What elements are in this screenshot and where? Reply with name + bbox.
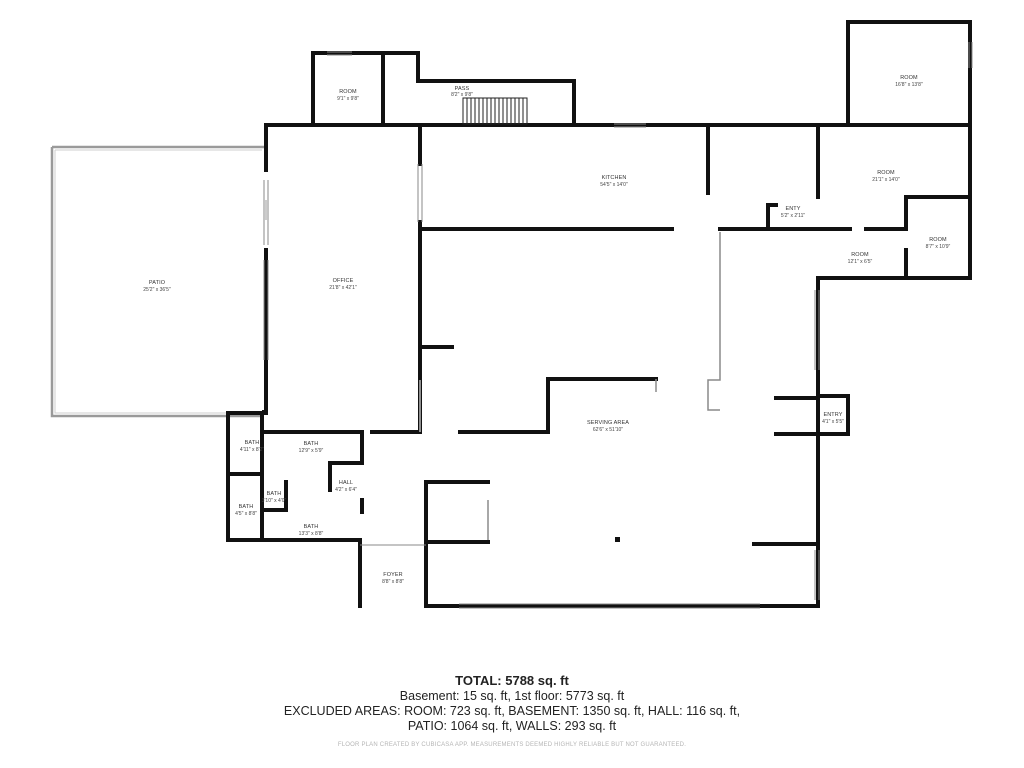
stairs-icon [462,97,528,125]
room-labels: ROOM 9'1" x 9'8" PASS 8'2" x 9'8" ROOM 1… [143,75,950,585]
hall-label: HALL [339,480,353,486]
room-dim: 12'1" x 6'5" [848,259,873,265]
hall-dim: 4'2" x 6'4" [335,487,357,493]
windows [263,42,973,609]
bath-dim: 4'5" x 8'8" [235,511,257,517]
kitchen-dim: 54'5" x 14'0" [600,182,628,188]
kitchen-label: KITCHEN [602,175,627,181]
room-label: ROOM [929,237,947,243]
serving-area-dim: 62'6" x 51'10" [593,427,623,433]
bath-dim: 4'11" x 8'2" [240,447,264,453]
room-dim: 16'8" x 13'8" [895,82,923,88]
foyer-label: FOYER [383,572,402,578]
bath-label: BATH [304,524,319,530]
pass-label: PASS [455,86,470,92]
patio-dim: 25'2" x 36'5" [143,287,171,293]
excluded-areas: EXCLUDED AREAS: ROOM: 723 sq. ft, BASEME… [283,704,741,718]
room-dim: 21'1" x 14'0" [872,177,900,183]
bath-dim: 3'10" x 4'0" [262,498,287,504]
foyer-dim: 8'8" x 8'8" [382,579,404,585]
floor-breakdown: Basement: 15 sq. ft, 1st floor: 5773 sq.… [399,689,625,703]
entry-label: ENTY [785,206,800,212]
disclaimer-footer: FLOOR PLAN CREATED BY CUBICASA APP. MEAS… [337,742,687,748]
bath-label: BATH [267,491,282,497]
patio-label: PATIO [149,280,166,286]
bath-label: BATH [245,440,260,446]
walls [226,20,972,608]
office-label: OFFICE [333,278,354,284]
office-dim: 21'8" x 42'1" [329,285,357,291]
bath-label: BATH [304,441,319,447]
patio-outline [50,145,264,418]
thin-walls [265,200,721,540]
total-area: TOTAL: 5788 sq. ft [455,673,569,688]
room-label: ROOM [877,170,895,176]
bath-dim: 12'9" x 5'9" [299,448,324,454]
room-label: ROOM [851,252,869,258]
column-icon [615,537,620,542]
room-label: ROOM [900,75,918,81]
entry-dim: 5'2" x 2'11" [781,213,805,219]
room-label: ROOM [339,89,357,95]
room-dim: 8'7" x 10'9" [926,244,951,250]
bath-label: BATH [239,504,254,510]
serving-area-label: SERVING AREA [587,420,629,426]
entry-label: ENTRY [823,412,842,418]
entry-dim: 4'1" x 5'5" [822,419,844,425]
room-dim: 9'1" x 9'8" [337,96,359,102]
pass-dim: 8'2" x 9'8" [451,92,473,98]
bath-dim: 13'3" x 8'8" [299,531,324,537]
excluded-areas-continued: PATIO: 1064 sq. ft, WALLS: 293 sq. ft [407,719,617,733]
